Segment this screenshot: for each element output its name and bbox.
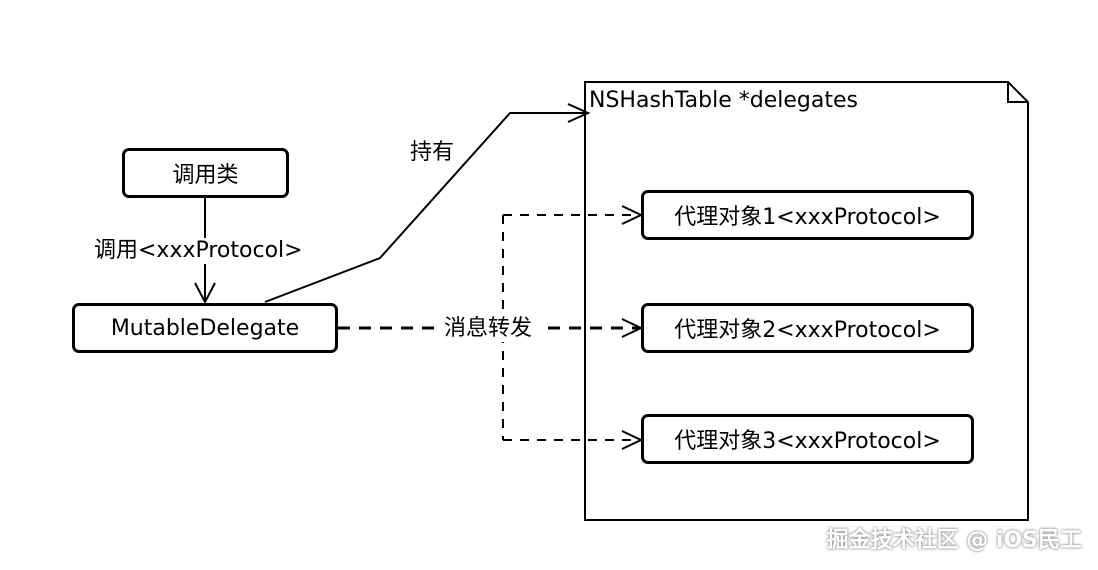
hashtable-dogear bbox=[1007, 82, 1028, 103]
mutable-delegate-node[interactable]: MutableDelegate bbox=[72, 303, 338, 353]
watermark: 掘金技术社区 @ iOS民工 bbox=[826, 528, 1082, 553]
hashtable-container bbox=[584, 81, 1029, 521]
hashtable-title: NSHashTable *delegates bbox=[589, 88, 858, 113]
hold-edge bbox=[264, 112, 588, 303]
call-arrowhead bbox=[194, 282, 216, 305]
delegate-node-1[interactable]: 代理对象1<xxxProtocol> bbox=[641, 190, 974, 240]
caller-node[interactable]: 调用类 bbox=[122, 148, 289, 198]
hold-edge-label: 持有 bbox=[410, 140, 455, 165]
delegate-node-2[interactable]: 代理对象2<xxxProtocol> bbox=[641, 303, 974, 353]
delegate-node-3[interactable]: 代理对象3<xxxProtocol> bbox=[641, 414, 974, 464]
call-edge-label: 调用<xxxProtocol> bbox=[94, 238, 303, 264]
hold-arrowhead bbox=[567, 103, 591, 123]
forward-edge-label: 消息转发 bbox=[436, 316, 541, 342]
